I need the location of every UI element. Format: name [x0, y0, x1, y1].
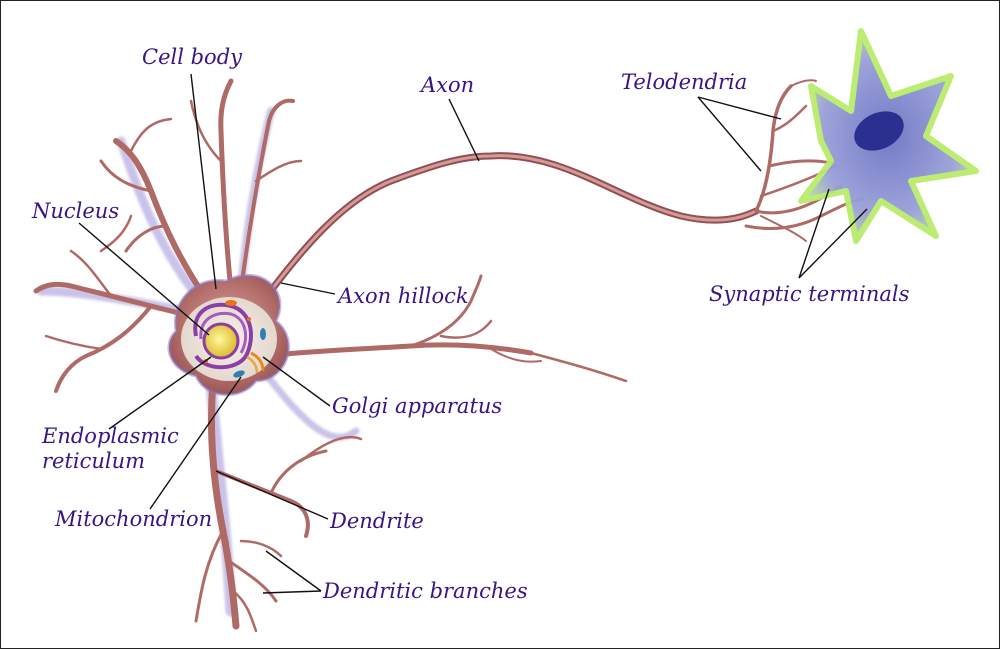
target-cell: [798, 28, 979, 244]
golgi-apparatus: [250, 351, 265, 372]
label-er-line1: Endoplasmic: [42, 424, 179, 448]
label-telodendria: Telodendria: [621, 70, 748, 94]
leader-lines: [78, 73, 868, 594]
label-cell-body: Cell body: [142, 45, 242, 69]
endoplasmic-reticulum: [193, 302, 253, 370]
mitochondrion: [233, 370, 245, 378]
cell-body: [167, 273, 291, 397]
label-axon-hillock: Axon hillock: [338, 284, 469, 308]
label-dendritic-branches: Dendritic branches: [323, 579, 528, 603]
nucleus: [202, 322, 240, 360]
label-endoplasmic-reticulum: Endoplasmic reticulum: [42, 424, 179, 474]
label-axon: Axon: [421, 73, 475, 97]
axon: [259, 152, 760, 305]
label-nucleus: Nucleus: [32, 199, 120, 223]
label-synaptic-terminals: Synaptic terminals: [709, 282, 910, 306]
label-golgi-apparatus: Golgi apparatus: [332, 394, 503, 418]
label-dendrite: Dendrite: [330, 509, 424, 533]
dendrites: [33, 78, 628, 633]
label-er-line2: reticulum: [42, 449, 146, 473]
label-mitochondrion: Mitochondrion: [55, 507, 213, 531]
target-nucleus: [854, 111, 904, 151]
